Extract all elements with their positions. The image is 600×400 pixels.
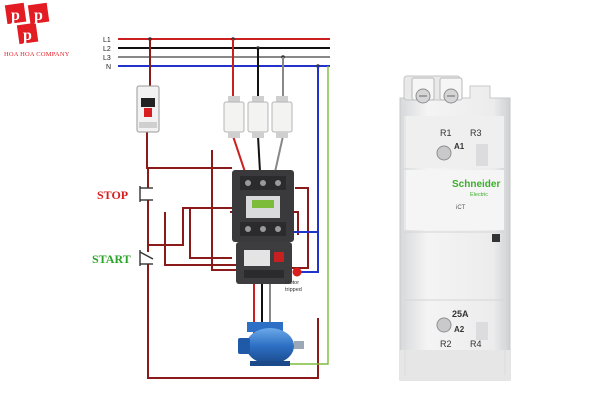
control-wire <box>292 187 309 269</box>
start-label: START <box>92 252 131 266</box>
ict-contactor: R1 R3 A1 Schneider Electric iCT 25A A2 R… <box>399 75 511 381</box>
model-label: iCT <box>456 205 466 211</box>
line-label: L3 <box>103 55 111 62</box>
logo-letter: p <box>23 27 32 44</box>
motor-tripped-indicator: Motor tripped <box>285 267 302 293</box>
terminal-screw <box>436 145 452 161</box>
brand-sub-label: Electric <box>470 192 488 198</box>
fuse <box>271 96 293 138</box>
phase-wire <box>257 135 261 173</box>
terminal-label: R4 <box>470 339 482 349</box>
brand-label: Schneider <box>452 179 500 190</box>
line-label: L1 <box>103 37 111 44</box>
fuse <box>223 96 245 138</box>
control-wire <box>146 130 232 169</box>
line-label: L2 <box>103 46 111 53</box>
overload-relay <box>236 242 292 284</box>
logo-letter: p <box>34 7 43 24</box>
fuse <box>247 96 269 138</box>
start-button: START <box>92 250 154 266</box>
phase-wire <box>232 135 246 173</box>
fuse-holder <box>223 96 293 138</box>
terminal-screw <box>436 317 452 333</box>
phase-wire <box>274 135 284 173</box>
company-name: HOA HOA COMPANY <box>4 51 70 58</box>
neutral-wire <box>300 66 319 273</box>
motor-tripped-label: tripped <box>285 287 302 293</box>
motor-tripped-label: Motor <box>285 280 299 286</box>
control-wire <box>164 212 240 266</box>
circuit-breaker <box>136 85 160 133</box>
earth-wire <box>290 66 329 365</box>
company-logo: p p p <box>4 2 50 45</box>
stop-button: STOP <box>97 186 153 202</box>
contactor-unit <box>232 170 294 242</box>
rating-label: 25A <box>452 309 469 319</box>
logo-mark: p p p <box>4 2 50 45</box>
control-wire <box>147 264 319 379</box>
logo-letter: p <box>11 7 20 24</box>
motor <box>238 322 304 366</box>
terminal-label: R3 <box>470 128 482 138</box>
wiring <box>146 39 329 379</box>
supply-lines: L1 L2 L3 N <box>103 37 330 71</box>
coil-label: A2 <box>454 325 465 334</box>
line-label: N <box>106 64 111 71</box>
terminal-label: R1 <box>440 128 452 138</box>
control-wire <box>189 208 232 259</box>
stop-label: STOP <box>97 188 128 202</box>
terminal-label: R2 <box>440 339 452 349</box>
coil-label: A1 <box>454 142 465 151</box>
